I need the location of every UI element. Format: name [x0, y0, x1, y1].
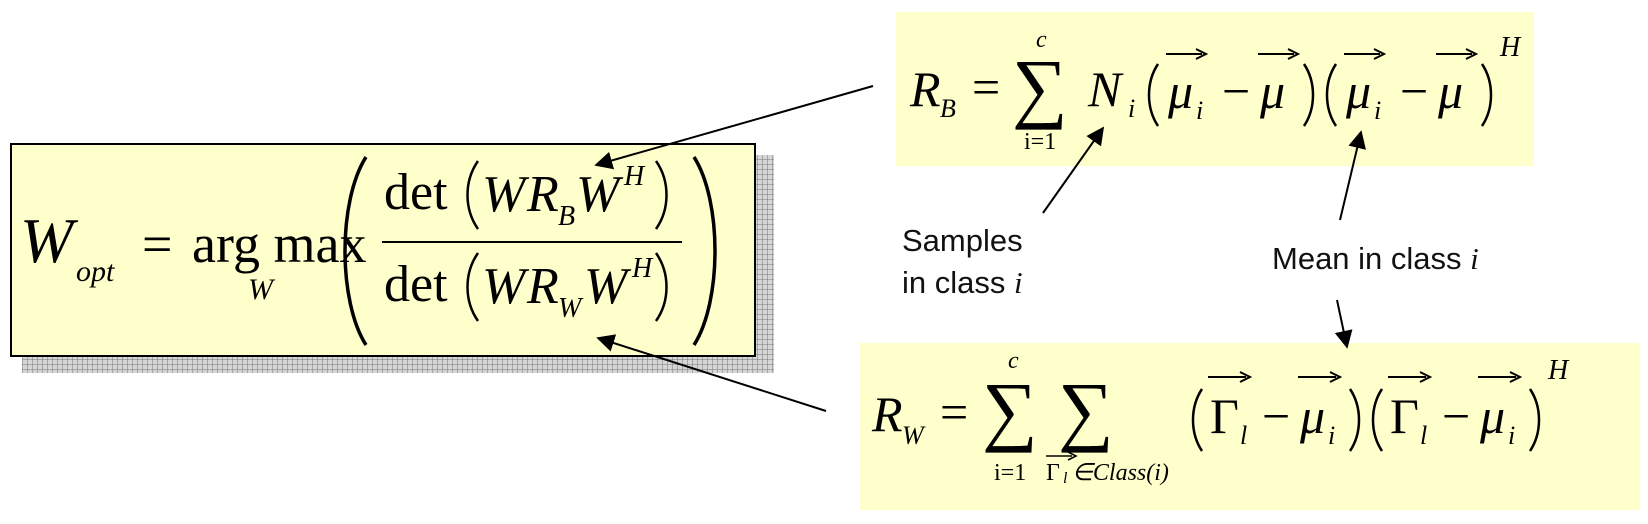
rb-mu-arrow — [1258, 48, 1300, 60]
rw-gamma-arrow — [1208, 371, 1252, 383]
numerator-det: det — [384, 164, 448, 221]
main-lhs-sub: opt — [76, 255, 115, 288]
rw-sum2-gamma-arrow — [1046, 451, 1078, 461]
rb-sup: H — [1500, 32, 1521, 63]
rb-equals: = — [972, 59, 1001, 115]
rw-sum-sign-2: ∑ — [1058, 366, 1114, 453]
main-equals: = — [142, 214, 173, 274]
rw-group1-left-paren — [1191, 388, 1204, 452]
rw-sum2-gamma: Γ — [1046, 460, 1060, 486]
main-lhs: W — [20, 205, 74, 276]
fraction-bar — [382, 241, 682, 243]
arrow-mean-to-rw-mu-i — [1334, 299, 1353, 349]
rb-mu2: μ — [1438, 63, 1464, 119]
samples-label-var: i — [1013, 264, 1023, 300]
rw-mu: μ — [1300, 388, 1326, 444]
numerator-right-paren — [654, 160, 668, 230]
denominator-w2: W — [584, 258, 628, 315]
rw-sum-sign-1: ∑ — [982, 366, 1038, 453]
rw-lhs-sub: W — [902, 421, 924, 450]
denominator-left-paren — [466, 252, 480, 322]
numerator-r: R — [527, 166, 559, 223]
rb-formula-box: R B = c ∑ i=1 N i μ i − μ μ i − μ H — [896, 12, 1534, 166]
numerator-w: W — [482, 166, 526, 223]
rw-group2-right-paren — [1528, 388, 1541, 452]
rb-lhs-sub: B — [940, 94, 956, 123]
rw-gamma-sub: l — [1240, 421, 1248, 450]
rb-group2-left-paren — [1325, 63, 1338, 127]
rw-group2-left-paren — [1371, 388, 1384, 452]
arrow-samples-to-ni — [1042, 126, 1105, 214]
arrow-rw-to-denominator — [596, 334, 827, 412]
rb-sum-sign: ∑ — [1012, 43, 1068, 130]
rw-gamma2-arrow — [1388, 371, 1432, 383]
main-formula-box: W opt = arg max W det W R B W H det W R … — [10, 143, 756, 357]
rw-mu2-sub: i — [1508, 421, 1516, 450]
rb-mu-i2: μ — [1346, 63, 1372, 119]
samples-label: Samples in class i — [902, 220, 1023, 304]
main-big-right-paren — [692, 156, 717, 346]
denominator-w: W — [482, 258, 526, 315]
rw-group1-right-paren — [1348, 388, 1361, 452]
rw-mu-arrow — [1298, 371, 1342, 383]
numerator-r-sub: B — [558, 201, 576, 232]
rb-mu-i2-arrow — [1344, 48, 1386, 60]
denominator-r-sub: W — [558, 293, 582, 324]
rb-mu-i: μ — [1168, 63, 1194, 119]
rw-minus-2: − — [1442, 388, 1471, 444]
mean-label: Mean in class i — [1272, 241, 1479, 276]
rb-mu2-arrow — [1436, 48, 1478, 60]
rb-group1-left-paren — [1147, 63, 1160, 127]
samples-label-line1: Samples — [902, 223, 1023, 258]
denominator-sup: H — [632, 253, 653, 284]
rb-n: N — [1088, 61, 1122, 117]
denominator-right-paren — [654, 252, 668, 322]
rb-mu-i-arrow — [1166, 48, 1208, 60]
rb-minus-1: − — [1222, 63, 1251, 119]
rw-gamma2: Γ — [1390, 388, 1419, 444]
rb-lhs: R — [910, 61, 941, 117]
rb-n-sub: i — [1128, 94, 1136, 123]
rw-formula-box: R W = c ∑ i=1 ∑ Γ l ∈Class(i) Γ l − μ i … — [860, 343, 1640, 510]
rb-mu-i-sub: i — [1196, 96, 1204, 125]
rw-sum-top: c — [1008, 348, 1019, 374]
denominator-det: det — [384, 256, 448, 313]
numerator-left-paren — [466, 160, 480, 230]
rb-sum-bottom: i=1 — [1024, 129, 1057, 155]
rb-group1-right-paren — [1302, 63, 1315, 127]
rw-sum-bottom: i=1 — [994, 460, 1027, 486]
rw-gamma2-sub: l — [1420, 421, 1428, 450]
mean-label-var: i — [1470, 241, 1479, 276]
rw-minus-1: − — [1262, 388, 1291, 444]
rw-mu2-arrow — [1478, 371, 1522, 383]
rb-group2-right-paren — [1480, 63, 1493, 127]
rw-equals: = — [940, 384, 969, 440]
arrow-rb-to-numerator — [594, 85, 874, 170]
rw-gamma: Γ — [1210, 388, 1239, 444]
main-big-left-paren — [343, 156, 368, 346]
numerator-sup: H — [624, 161, 645, 192]
main-operator-sub: W — [248, 273, 273, 306]
rw-sum2-l: l — [1063, 470, 1068, 487]
rb-sum-top: c — [1036, 27, 1047, 53]
rw-lhs: R — [872, 386, 903, 442]
rw-mu2: μ — [1480, 388, 1506, 444]
rb-mu: μ — [1260, 63, 1286, 119]
rw-sup: H — [1548, 355, 1569, 386]
arrow-mean-to-mu-i — [1339, 130, 1366, 221]
main-operator: arg max — [192, 214, 367, 274]
rb-mu-i2-sub: i — [1374, 96, 1382, 125]
denominator-r: R — [527, 258, 559, 315]
rw-mu-sub: i — [1328, 421, 1336, 450]
samples-label-line2: in class i — [902, 264, 1023, 300]
numerator-w2: W — [576, 166, 620, 223]
rb-minus-2: − — [1400, 63, 1429, 119]
rw-sum2-rest: ∈Class(i) — [1072, 460, 1169, 486]
